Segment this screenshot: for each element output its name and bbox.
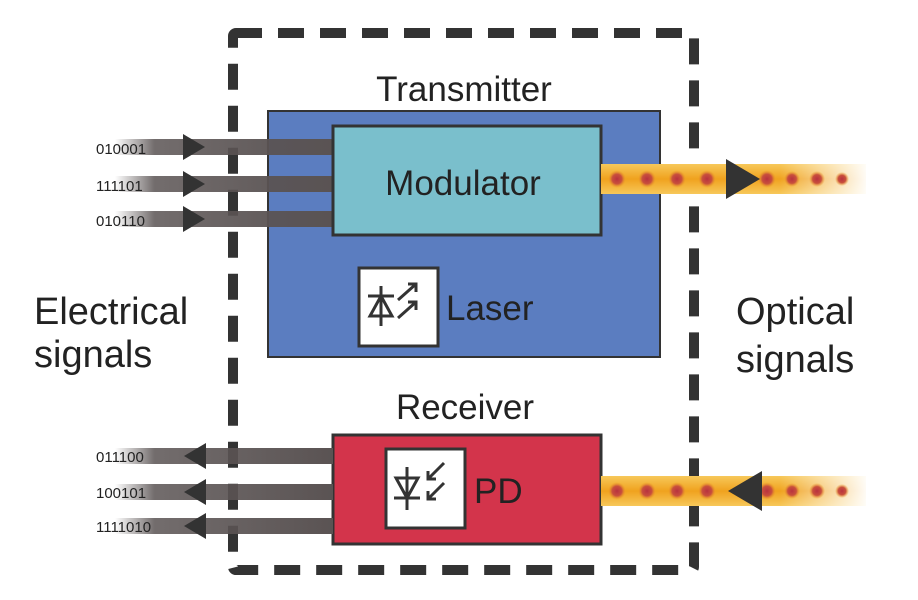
- photon-dot: [638, 482, 656, 500]
- photon-dot: [698, 482, 716, 500]
- input-wires: [115, 134, 333, 232]
- photon-dot: [638, 170, 656, 188]
- optical-output-beam: [601, 159, 870, 199]
- photon-dot: [809, 171, 825, 187]
- output-arrow-3: [184, 513, 206, 539]
- output-wire-2: [115, 484, 333, 500]
- electrical-signals-label-line2: signals: [34, 334, 152, 376]
- photon-dot: [784, 171, 800, 187]
- pd-label: PD: [474, 472, 523, 511]
- input-bit-labels: 010001 111101 010110: [96, 141, 146, 230]
- input-bits-3: 010110: [96, 213, 145, 230]
- photon-dot: [809, 483, 825, 499]
- input-bits-1: 010001: [96, 141, 146, 158]
- photodiode-icon: [384, 447, 467, 530]
- output-arrowhead: [726, 159, 760, 199]
- transmitter-label: Transmitter: [376, 70, 552, 109]
- output-wire-3: [115, 518, 333, 534]
- input-arrow-3: [183, 206, 205, 232]
- input-arrowhead: [728, 471, 762, 511]
- optical-input-beam: [601, 471, 870, 511]
- photon-dot: [668, 482, 686, 500]
- output-wires: [115, 443, 333, 539]
- modulator-block: [331, 124, 603, 237]
- output-bits-3: 1111010: [96, 519, 151, 536]
- optical-signals-label-line2: signals: [736, 339, 854, 381]
- input-wire-2: [115, 176, 333, 192]
- laser-diode-icon: [357, 266, 440, 348]
- photon-dot: [608, 482, 626, 500]
- receiver-label: Receiver: [396, 388, 534, 427]
- photon-dot: [758, 170, 776, 188]
- modulator-label: Modulator: [385, 164, 541, 203]
- input-bits-2: 111101: [96, 178, 143, 195]
- photon-dot: [698, 170, 716, 188]
- photon-dot: [668, 170, 686, 188]
- output-arrow-1: [184, 443, 206, 469]
- photon-dot: [835, 172, 849, 186]
- photon-dot: [608, 170, 626, 188]
- laser-label: Laser: [446, 289, 534, 328]
- input-wire-1: [115, 139, 333, 155]
- output-wire-1: [115, 448, 333, 464]
- output-bit-labels: 011100 100101 1111010: [96, 449, 151, 536]
- transceiver-boundary: [228, 28, 699, 575]
- photon-dot: [758, 482, 776, 500]
- output-bits-2: 100101: [96, 485, 146, 502]
- photon-dot: [784, 483, 800, 499]
- input-arrow-2: [183, 171, 205, 197]
- photon-dot: [835, 484, 849, 498]
- output-arrow-2: [184, 479, 206, 505]
- input-arrow-1: [183, 134, 205, 160]
- optical-signals-label-line1: Optical: [736, 291, 854, 333]
- receiver-block: [331, 433, 603, 546]
- output-bits-1: 011100: [96, 449, 144, 466]
- electrical-signals-label-line1: Electrical: [34, 291, 188, 333]
- input-wire-3: [115, 211, 333, 227]
